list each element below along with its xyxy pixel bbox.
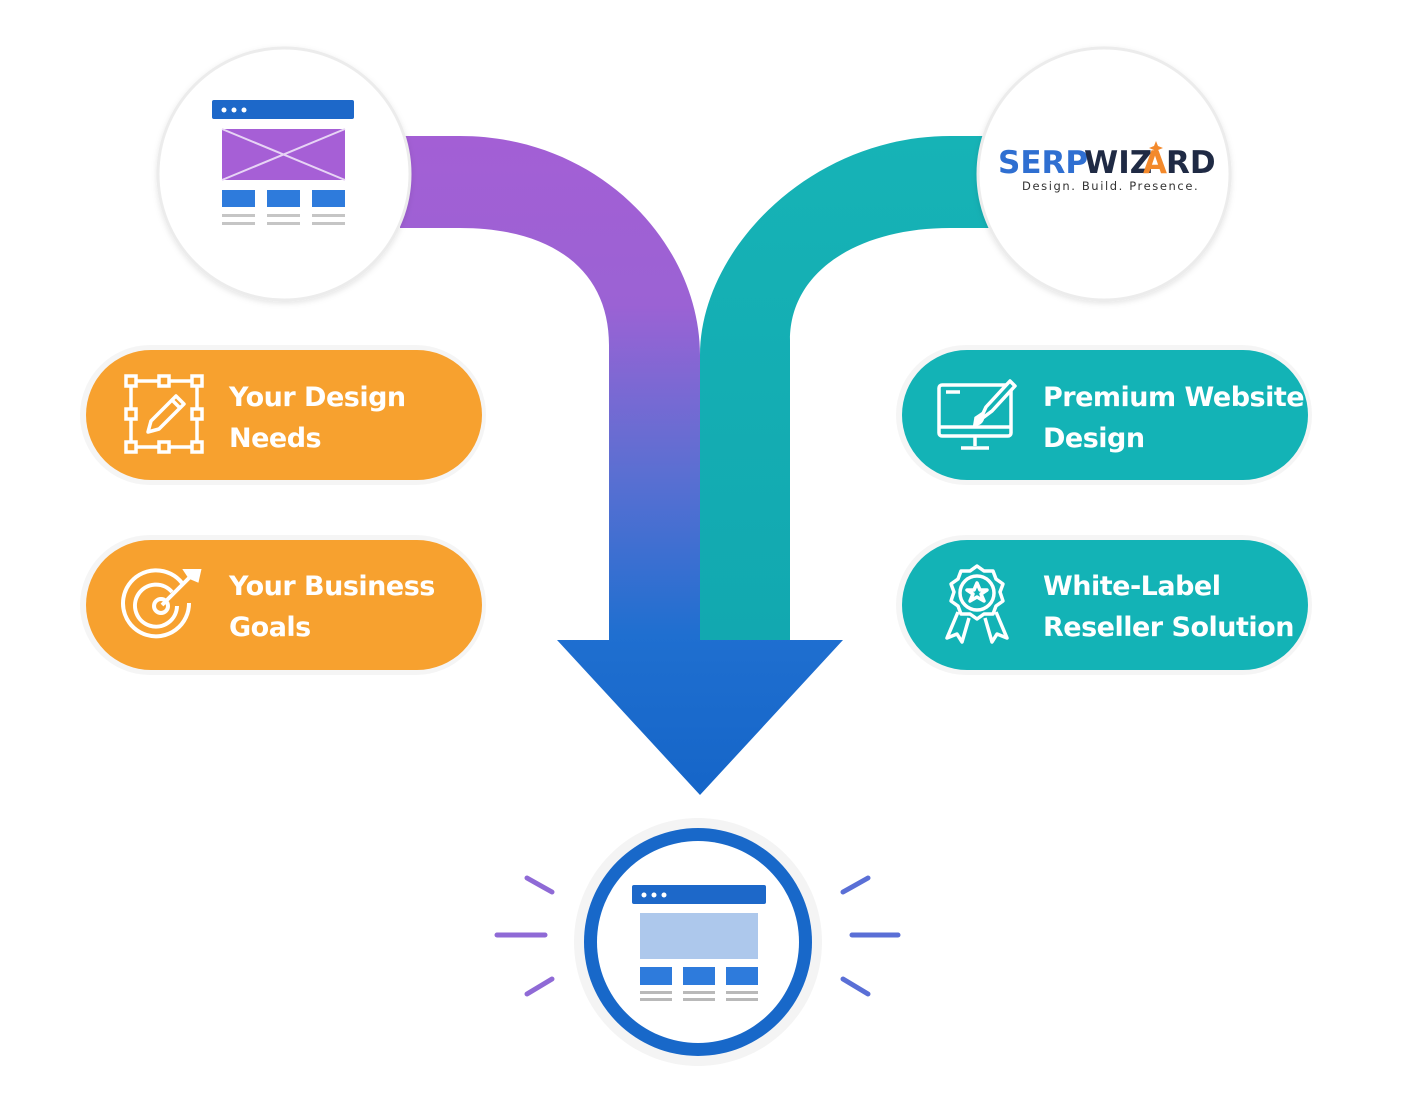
design-needs-line2: Needs <box>229 423 321 454</box>
white-label-line2: Reseller Solution <box>1043 612 1294 643</box>
brand-tagline: Design. Build. Presence. <box>1022 179 1199 193</box>
brand-rd-text: RD <box>1166 145 1216 181</box>
brand-logo: SERP WIZ A RD Design. Build. Presence. <box>998 141 1216 193</box>
pill-design-needs: Your Design Needs <box>80 345 486 485</box>
website-icon <box>632 885 766 1001</box>
burst-lines <box>494 875 901 997</box>
monitor-brush-icon <box>937 379 1017 450</box>
sparkle-icon <box>1149 141 1163 155</box>
pill-business-goals: Your Business Goals <box>80 535 486 675</box>
source-node <box>156 46 412 302</box>
pill-white-label: White-Label Reseller Solution <box>896 535 1312 675</box>
award-ribbon-icon <box>945 564 1009 644</box>
white-label-line1: White-Label <box>1043 571 1221 602</box>
brand-node: SERP WIZ A RD Design. Build. Presence. <box>976 46 1232 302</box>
premium-design-line1: Premium Website <box>1043 382 1304 413</box>
design-needs-line1: Your Design <box>228 382 406 413</box>
main-flow-arrow <box>400 136 843 795</box>
target-icon <box>121 568 202 639</box>
result-node <box>494 818 901 1066</box>
premium-design-line2: Design <box>1043 423 1145 454</box>
design-edit-icon <box>124 374 204 454</box>
brand-serp-text: SERP <box>998 145 1088 181</box>
pill-premium-design: Premium Website Design <box>896 345 1312 485</box>
teal-flow-path <box>700 136 1000 645</box>
wireframe-icon <box>212 100 354 225</box>
business-goals-line1: Your Business <box>228 571 435 602</box>
business-goals-line2: Goals <box>229 612 311 643</box>
brand-wiz-text: WIZ <box>1084 145 1152 181</box>
